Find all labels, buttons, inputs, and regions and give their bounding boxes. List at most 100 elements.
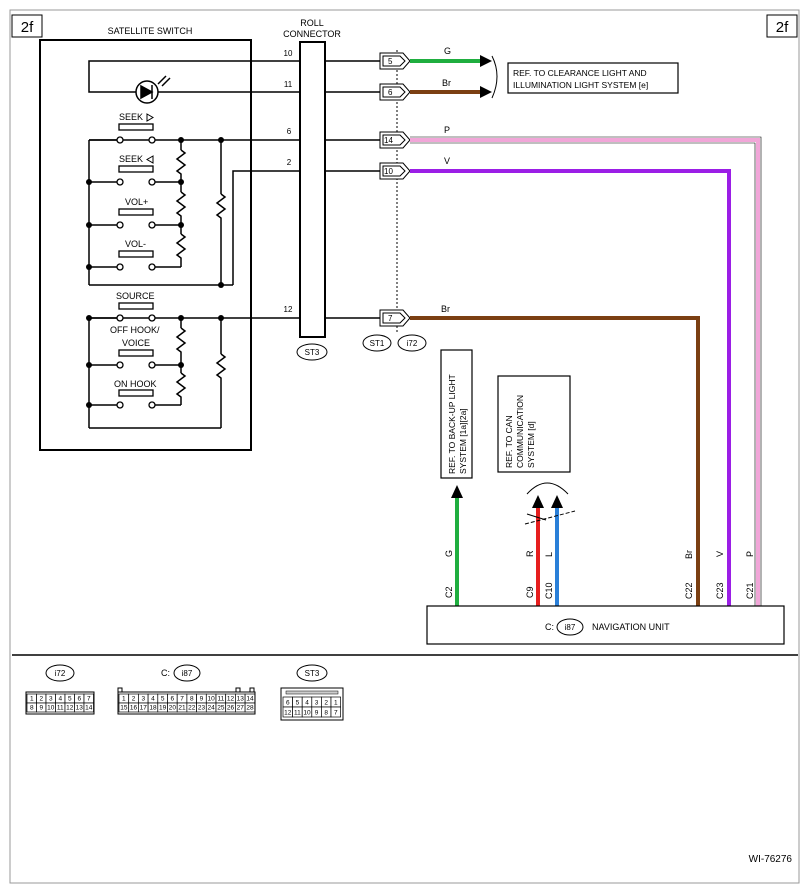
lower-junction-dots — [86, 315, 224, 408]
twisted-pair-tick — [526, 513, 547, 521]
legend-i72-pin-label: 1 — [30, 696, 34, 703]
roll-pin-6: 6 — [287, 127, 292, 136]
legend-st3-pin-label: 2 — [324, 700, 328, 707]
wire-brown-arrow-icon — [480, 86, 492, 98]
roll-connector — [299, 41, 326, 338]
legend-i87-pin-label: 4 — [151, 696, 155, 703]
ref-can-line-3: SYSTEM [d] — [526, 421, 536, 468]
switch-box — [39, 39, 252, 451]
ref-backup-line-2: SYSTEM [1a][2a] — [458, 408, 468, 474]
legend-i87-pin-label: 27 — [237, 705, 245, 712]
nav-pin-c10: C10 — [544, 582, 554, 599]
connector-tag-i72: i72 — [397, 334, 427, 352]
seek-down-label: SEEK — [119, 154, 143, 164]
nav-label: NAVIGATION UNIT — [592, 622, 670, 632]
legend-st3-pin-label: 6 — [286, 700, 290, 707]
legend-i72-pin-label: 9 — [39, 705, 43, 712]
legend-st3-pin-label: 3 — [315, 700, 319, 707]
off-hook-label-1: OFF HOOK/ — [110, 325, 160, 335]
conn-pin-10: 10 — [384, 167, 393, 176]
page-tag-left: 2f — [11, 14, 43, 38]
wire-label-p: P — [444, 125, 450, 135]
legend-i87-pin-label: 3 — [141, 696, 145, 703]
upper-junction-dots — [86, 137, 224, 288]
wire-red-arrow-icon — [532, 495, 544, 508]
legend-i87-tag: i87 — [182, 669, 193, 678]
led-icon — [135, 75, 171, 104]
connector-tag-i72-text: i72 — [407, 339, 418, 348]
legend-i87-pin-label: 18 — [149, 705, 157, 712]
legend-i72-pin-label: 12 — [66, 705, 74, 712]
nav-tag: i87 — [565, 623, 576, 632]
roll-title-1: ROLL — [300, 18, 324, 28]
nav-pin-c9: C9 — [525, 586, 535, 598]
ref-backup-box: REF. TO BACK-UP LIGHT SYSTEM [1a][2a] — [440, 349, 473, 479]
seek-up-label: SEEK — [119, 112, 143, 122]
legend-i87-pin-label: 19 — [159, 705, 167, 712]
legend-i87-pin-label: 23 — [198, 705, 206, 712]
roll-tag-text: ST3 — [305, 348, 320, 357]
legend-st3-tag: ST3 — [305, 669, 320, 678]
satellite-switch — [39, 39, 252, 451]
nav-pin-c23: C23 — [715, 582, 725, 599]
roll-to-connector-wires — [325, 60, 380, 319]
switch-contacts-lower — [116, 302, 156, 409]
legend-i87-prefix: C: — [161, 668, 170, 678]
legend-i87-pin-label: 17 — [140, 705, 148, 712]
ref-clearance-box: REF. TO CLEARANCE LIGHT AND ILLUMINATION… — [507, 62, 679, 94]
legend-i87-pin-label: 28 — [246, 705, 254, 712]
on-hook-label: ON HOOK — [114, 379, 157, 389]
conn-pin-14: 14 — [384, 136, 393, 145]
wire-label-v: V — [444, 156, 450, 166]
legend-st3-pin-label: 11 — [294, 710, 301, 717]
lower-switch-wiring — [88, 317, 300, 429]
legend-i72-cell — [83, 702, 94, 713]
nav-pin-c2: C2 — [444, 586, 454, 598]
legend-i72-pin-label: 4 — [58, 696, 62, 703]
legend-i87-pin-label: 15 — [120, 705, 128, 712]
legend-st3-pin-label: 9 — [315, 710, 319, 717]
connector-tag-st1-text: ST1 — [370, 339, 385, 348]
legend-st3-pin-label: 7 — [334, 710, 338, 717]
legend-i72-pin-label: 8 — [30, 705, 34, 712]
wire-brown-mid — [410, 316, 700, 606]
ref-can-line-1: REF. TO CAN — [504, 415, 514, 468]
page-tag-left-text: 2f — [21, 19, 34, 36]
navigation-unit: C: i87 NAVIGATION UNIT — [426, 605, 785, 645]
legend-i72-pin-label: 6 — [77, 696, 81, 703]
legend-i87-pin-label: 7 — [180, 696, 184, 703]
wire-pink-outline — [410, 136, 762, 606]
ref-backup-line-1: REF. TO BACK-UP LIGHT — [447, 374, 457, 474]
switch-contacts-upper — [116, 123, 156, 271]
legend-i87-pin-label: 8 — [190, 696, 194, 703]
connector-tag-st1: ST1 — [362, 334, 392, 352]
roll-pin-11: 11 — [284, 80, 293, 89]
wire-green-arrow-icon — [480, 55, 492, 67]
legend-i72-pin-label: 2 — [39, 696, 43, 703]
legend-i72-pin-label: 3 — [49, 696, 53, 703]
legend-i87-pin-label: 21 — [178, 705, 186, 712]
legend-i87-pin-label: 10 — [208, 696, 216, 703]
legend-i72-pin-label: 13 — [76, 705, 84, 712]
legend-i87-pin-label: 11 — [217, 696, 224, 703]
ref-clearance-line-2: ILLUMINATION LIGHT SYSTEM [e] — [513, 80, 648, 90]
lamp-circuit — [88, 60, 300, 93]
vert-label-p: P — [745, 551, 755, 557]
nav-pin-c21: C21 — [745, 582, 755, 599]
legend-i87-cell — [244, 702, 256, 713]
vert-label-l: L — [544, 552, 554, 557]
roll-pin-12: 12 — [284, 305, 293, 314]
page-tag-right: 2f — [766, 14, 798, 38]
source-label: SOURCE — [116, 291, 155, 301]
legend-i87-pin-label: 25 — [217, 705, 225, 712]
roll-pin-2: 2 — [287, 158, 292, 167]
legend-st3-pin-label: 4 — [305, 700, 309, 707]
legend-st3-pin-label: 12 — [284, 710, 292, 717]
roll-title-2: CONNECTOR — [283, 29, 341, 39]
wire-blue-arrow-icon — [551, 495, 563, 508]
legend-st3-pin-label: 8 — [324, 710, 328, 717]
upper-switch-wiring — [88, 139, 300, 286]
